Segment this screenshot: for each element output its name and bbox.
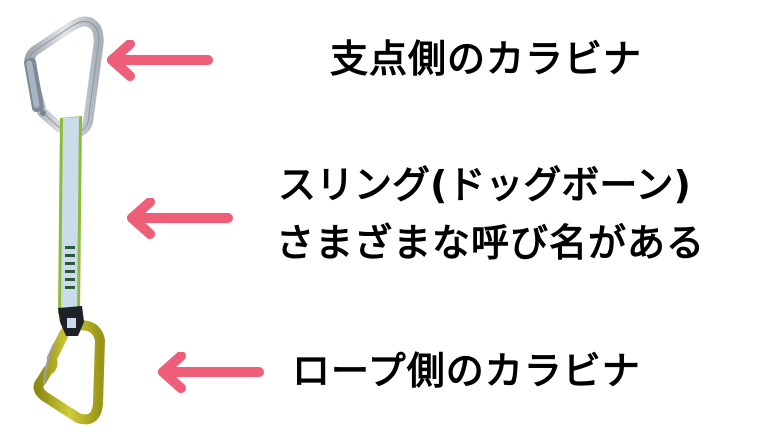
sling — [58, 116, 82, 314]
sling-stripes — [65, 246, 75, 289]
label-rope-side-carabiner: ロープ側のカラビナ — [292, 349, 641, 393]
arrow-left-icon-bottom — [158, 352, 264, 393]
top-carabiner — [24, 16, 104, 138]
rubber-keeper — [58, 306, 84, 336]
arrow-left-icon-middle — [127, 198, 233, 239]
label-sling-note: さまざまな呼び名がある — [276, 221, 706, 265]
label-sling-title: スリング(ドッグボーン) — [278, 163, 691, 207]
quickdraw-illustration — [24, 16, 105, 425]
arrow-left-icon-top — [107, 40, 213, 81]
label-anchor-side-carabiner: 支点側のカラビナ — [330, 37, 643, 81]
bottom-carabiner — [33, 320, 105, 425]
